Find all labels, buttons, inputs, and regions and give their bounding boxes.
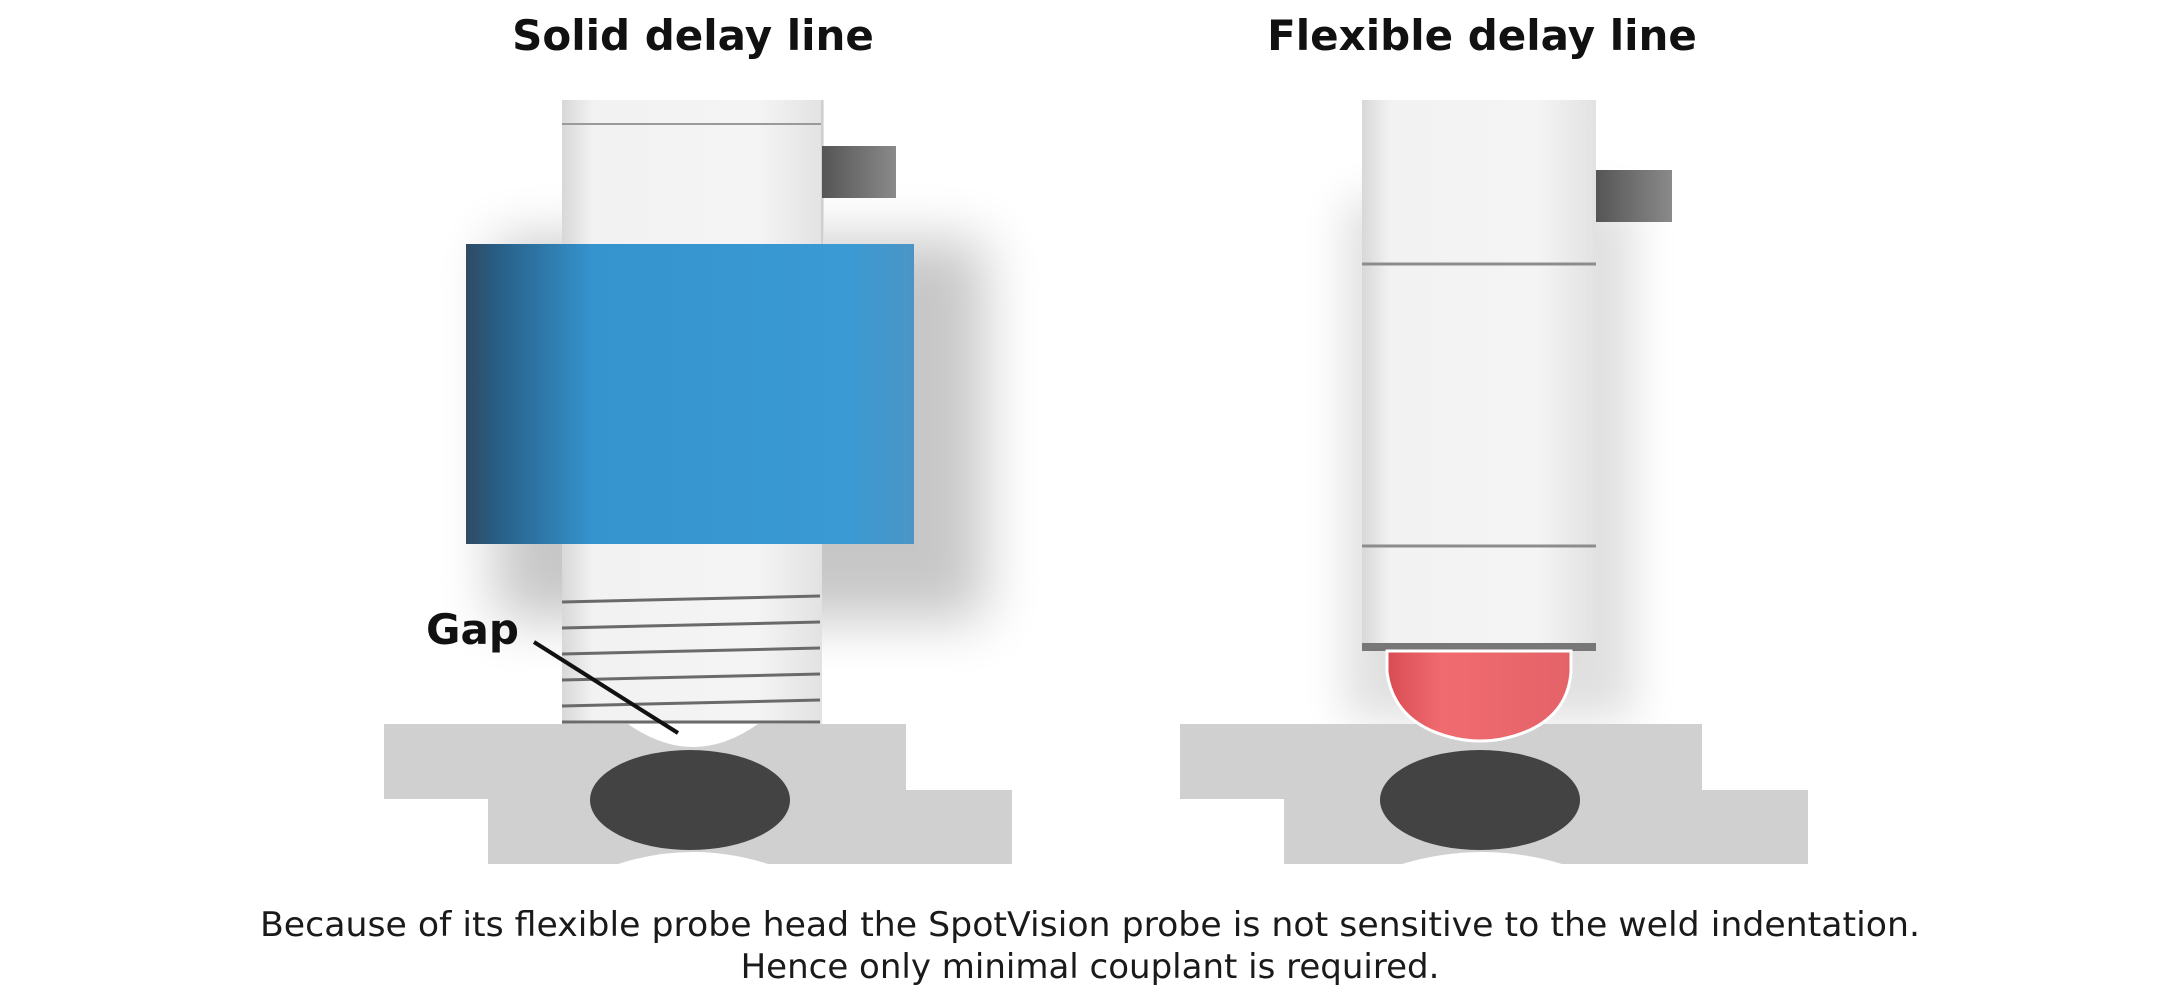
flexible-tip xyxy=(1385,649,1573,743)
flexible-probe-connector xyxy=(1596,170,1672,222)
caption-line-1: Because of its flexible probe head the S… xyxy=(260,905,1920,945)
right-lower-indentation xyxy=(1402,852,1562,864)
solid-delay-line-panel: Solid delay line G xyxy=(384,11,1012,864)
solid-probe-connector xyxy=(822,146,896,198)
solid-delay-line-block xyxy=(466,244,914,544)
threaded-section xyxy=(562,544,822,724)
flexible-probe-body xyxy=(1362,100,1596,650)
flexible-delay-line-panel: Flexible delay line xyxy=(1180,11,1808,864)
caption: Because of its flexible probe head the S… xyxy=(260,905,1920,987)
flexible-probe-base-ring xyxy=(1362,643,1596,651)
solid-probe-body xyxy=(562,100,824,246)
solid-delay-line-title: Solid delay line xyxy=(512,11,874,60)
weld-indentation-gap xyxy=(628,724,758,747)
flexible-delay-line-title: Flexible delay line xyxy=(1267,11,1697,60)
thread-lines xyxy=(561,594,821,724)
lower-indentation xyxy=(618,852,768,864)
gap-label: Gap xyxy=(426,605,519,654)
gap-pointer-line xyxy=(532,640,680,735)
caption-line-2: Hence only minimal couplant is required. xyxy=(741,947,1440,987)
left-weld-nugget xyxy=(590,750,790,850)
right-weld-nugget xyxy=(1380,750,1580,850)
